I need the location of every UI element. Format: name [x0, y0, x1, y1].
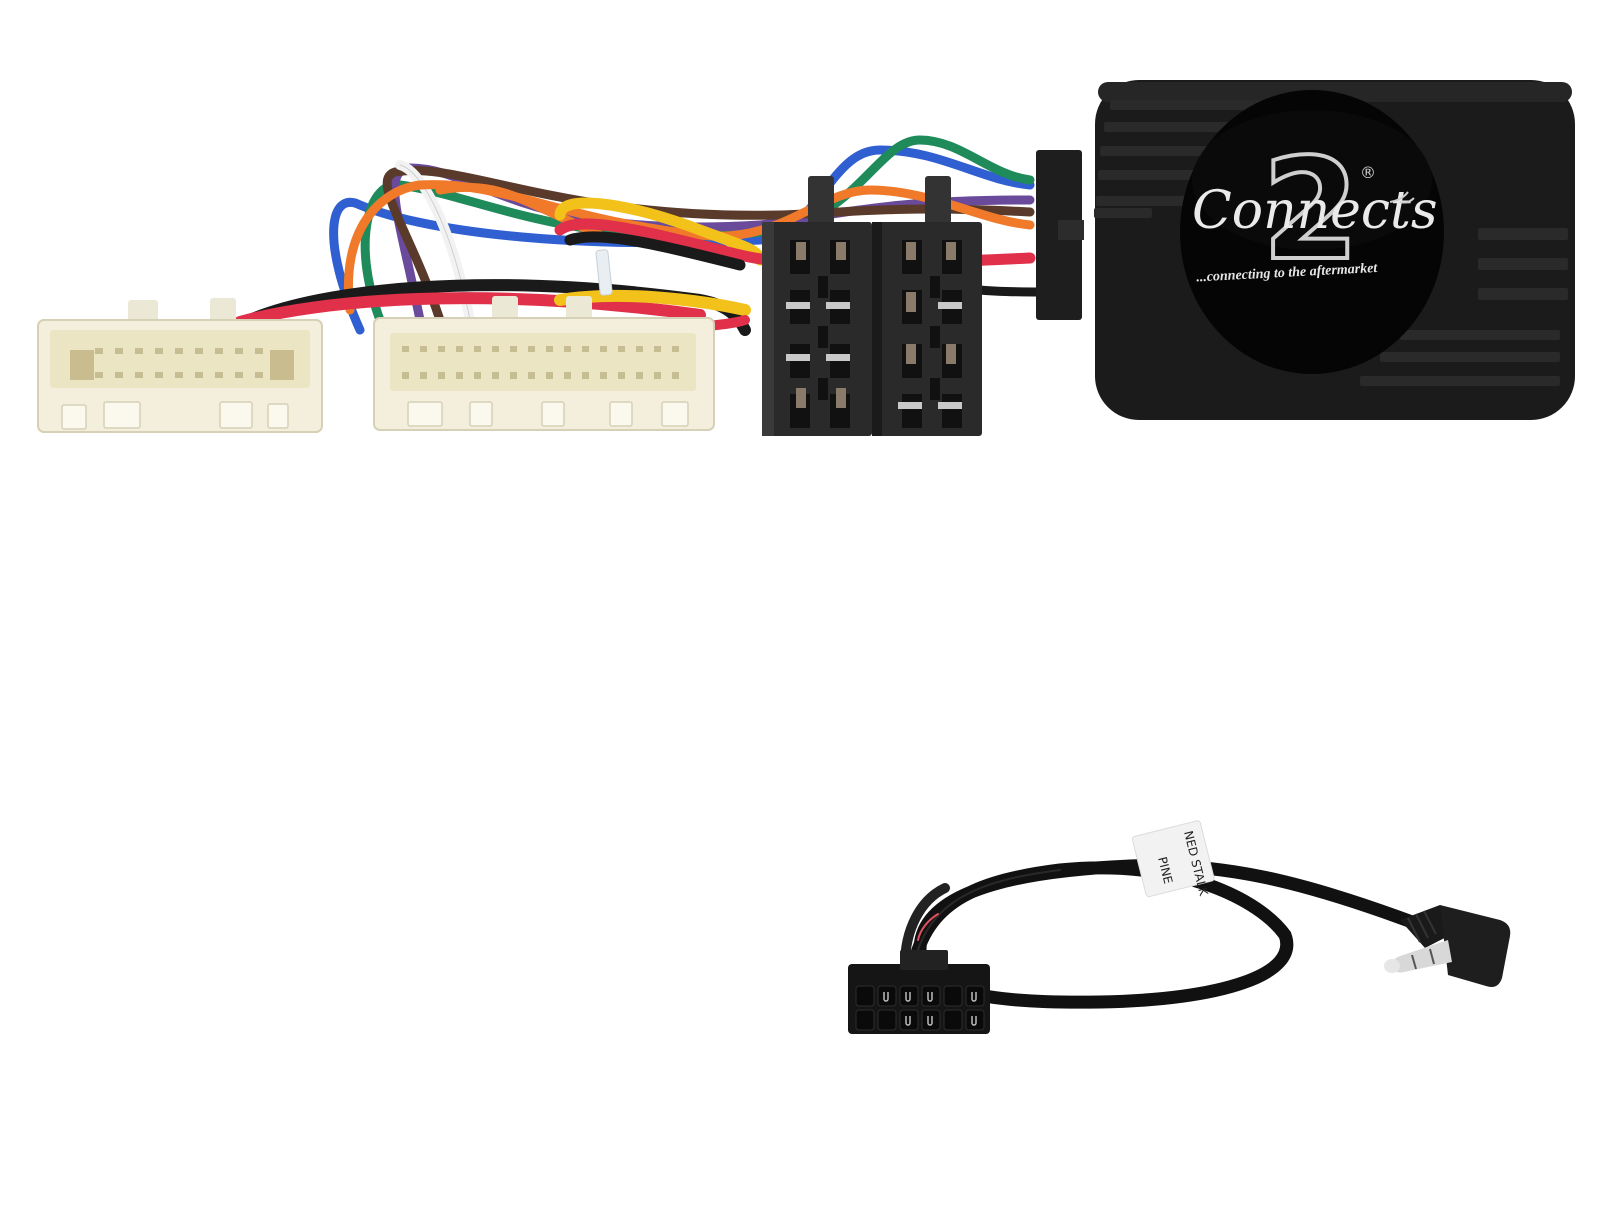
oem-connector-left — [37, 298, 323, 433]
oem-connector-right — [373, 296, 715, 431]
interface-box: 2 Connects ® ...connecting to the afterm… — [1036, 80, 1575, 420]
cable-label-line1: PINE — [1155, 855, 1175, 885]
audio-jack-plug — [1384, 905, 1511, 987]
cable-label: PINE NED STALK — [1131, 820, 1215, 898]
brand-big-digit: 2 — [1262, 129, 1359, 292]
patch-lead: PINE NED STALK — [900, 820, 1427, 1009]
iso-connector-left — [762, 176, 872, 436]
twelve-pin-connector — [848, 950, 990, 1034]
brand-script: Connects — [1192, 181, 1438, 241]
iso-connector-right — [872, 176, 982, 436]
registered-mark: ® — [1360, 163, 1376, 182]
